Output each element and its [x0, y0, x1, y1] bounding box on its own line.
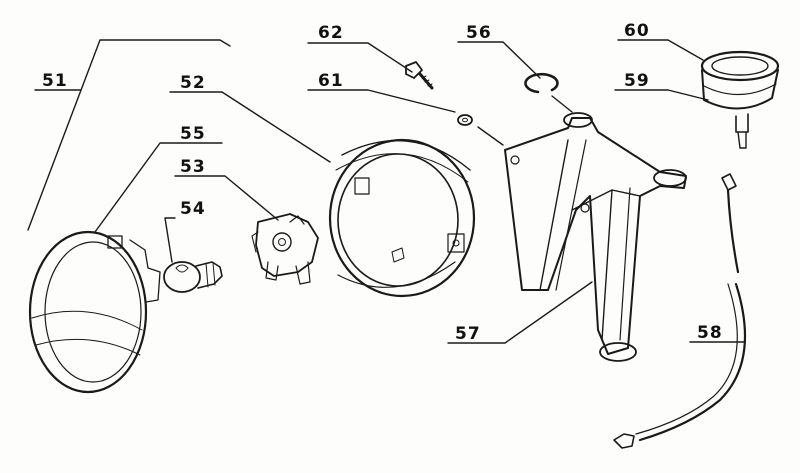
callout-60: 60	[624, 21, 650, 41]
callout-58: 58	[697, 323, 723, 343]
leader-51	[27, 39, 231, 231]
callout-62: 62	[318, 23, 344, 43]
leader-61	[307, 89, 456, 113]
bulb-holder-53	[251, 213, 319, 285]
callout-55: 55	[180, 124, 206, 144]
snap-ring-56	[524, 72, 559, 94]
headlamp-lens-51	[28, 230, 161, 394]
leader-60	[617, 39, 704, 61]
leader-57	[447, 281, 593, 344]
bulb-54	[163, 261, 223, 293]
leader-59	[614, 89, 709, 101]
screw-62	[405, 61, 434, 90]
callout-51: 51	[42, 71, 68, 91]
headlamp-shell-52	[328, 138, 476, 298]
speedometer-cable-58	[613, 173, 746, 449]
leader-56-b	[551, 95, 573, 113]
leader-55	[94, 142, 223, 233]
leader-52	[169, 91, 331, 163]
leader-53	[174, 175, 279, 221]
mounting-bracket-57	[504, 112, 687, 362]
leader-lines	[27, 39, 746, 344]
callout-57: 57	[455, 324, 481, 344]
washer-61	[457, 114, 473, 126]
callout-56: 56	[466, 23, 492, 43]
callout-53: 53	[180, 157, 206, 177]
callout-59: 59	[624, 71, 650, 91]
leader-54	[164, 217, 176, 263]
callout-labels: 51 52 53 54 55 56 57 58 59 60 61 62	[42, 21, 723, 344]
leader-61-b	[477, 126, 504, 146]
speedometer-59-60	[700, 50, 780, 149]
callout-54: 54	[180, 199, 206, 219]
leader-62	[307, 42, 413, 73]
callout-61: 61	[318, 71, 344, 91]
leader-56	[457, 41, 541, 79]
callout-52: 52	[180, 73, 206, 93]
